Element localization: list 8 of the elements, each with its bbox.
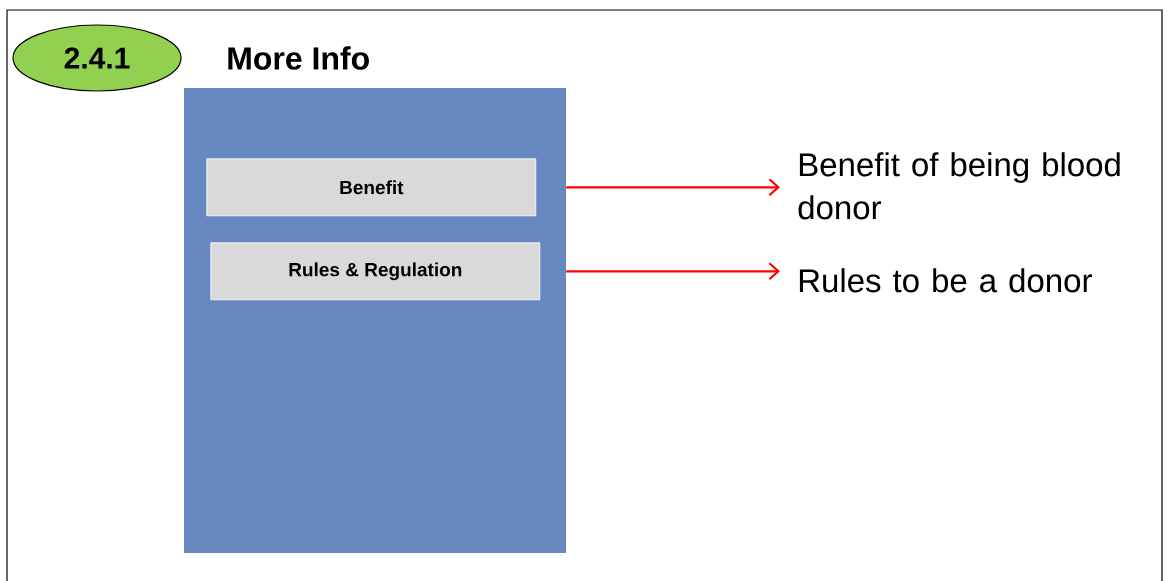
- section-number-oval: 2.4.1: [12, 24, 182, 92]
- description-text: Rules to be a donor: [799, 268, 1092, 293]
- menu-button: Rules & Regulation: [210, 242, 541, 301]
- description-text: Benefit of being blood donor: [798, 152, 1120, 220]
- menu-button: Benefit: [206, 158, 537, 217]
- arrow: [566, 178, 780, 197]
- arrow: [566, 262, 780, 281]
- heading: More Info: [228, 46, 369, 70]
